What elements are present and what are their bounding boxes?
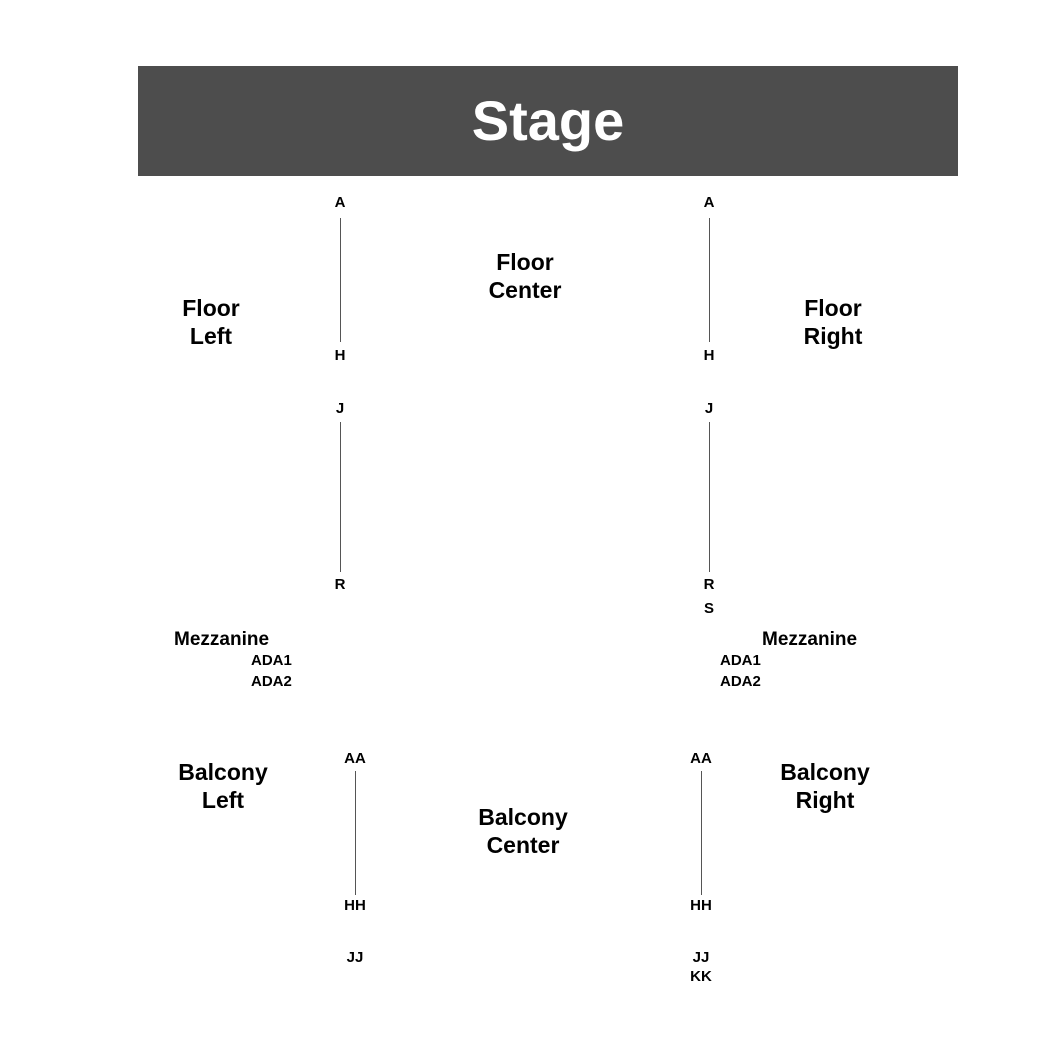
section-balcony-right-line1: Balcony: [780, 759, 870, 785]
section-balcony-left[interactable]: Balcony Left: [178, 758, 267, 814]
section-balcony-center[interactable]: Balcony Center: [478, 803, 567, 859]
section-floor-left-line2: Left: [189, 323, 233, 349]
seat-ada1-right[interactable]: ADA1: [720, 652, 761, 669]
row-label-floor-right-rear-end: R: [703, 576, 715, 593]
section-floor-center-line1: Floor: [496, 249, 554, 275]
stage: Stage: [138, 66, 958, 176]
row-line-floor-left-front: [340, 218, 341, 342]
row-label-floor-left-front-start: A: [334, 194, 346, 211]
row-label-balcony-right-start: AA: [690, 750, 712, 767]
stage-label: Stage: [471, 89, 625, 152]
section-balcony-center-line2: Center: [486, 832, 560, 858]
section-balcony-center-line1: Balcony: [478, 804, 568, 830]
row-label-floor-right-front-end: H: [703, 347, 715, 364]
row-label-floor-right-extra: S: [703, 600, 715, 617]
row-label-floor-left-front-end: H: [334, 347, 346, 364]
row-label-balcony-left-last: JJ: [346, 949, 364, 966]
seat-ada1-left[interactable]: ADA1: [251, 652, 292, 669]
row-line-floor-right-rear: [709, 422, 710, 572]
row-label-floor-right-rear-start: J: [704, 400, 714, 417]
section-mezzanine-right[interactable]: Mezzanine: [762, 629, 858, 650]
row-line-balcony-left: [355, 771, 356, 895]
section-balcony-left-line1: Balcony: [178, 759, 268, 785]
row-label-balcony-left-end: HH: [344, 897, 366, 914]
row-line-balcony-right: [701, 771, 702, 895]
row-label-balcony-right-last: JJ: [692, 949, 710, 966]
row-label-balcony-right-end: HH: [690, 897, 712, 914]
section-balcony-right[interactable]: Balcony Right: [780, 758, 869, 814]
section-floor-left[interactable]: Floor Left: [182, 294, 240, 350]
section-floor-right-line1: Floor: [804, 295, 862, 321]
section-floor-right-line2: Right: [803, 323, 863, 349]
seat-ada2-left[interactable]: ADA2: [251, 673, 292, 690]
row-line-floor-right-front: [709, 218, 710, 342]
section-floor-center-line2: Center: [488, 277, 562, 303]
row-label-floor-right-front-start: A: [703, 194, 715, 211]
row-label-floor-left-rear-start: J: [335, 400, 345, 417]
section-balcony-right-line2: Right: [795, 787, 855, 813]
row-line-floor-left-rear: [340, 422, 341, 572]
section-mezzanine-left[interactable]: Mezzanine: [174, 629, 270, 650]
section-floor-right[interactable]: Floor Right: [804, 294, 863, 350]
row-label-balcony-left-start: AA: [344, 750, 366, 767]
row-label-balcony-right-extra: KK: [690, 968, 712, 985]
section-balcony-left-line2: Left: [201, 787, 245, 813]
seat-ada2-right[interactable]: ADA2: [720, 673, 761, 690]
row-label-floor-left-rear-end: R: [334, 576, 346, 593]
section-floor-left-line1: Floor: [182, 295, 240, 321]
section-floor-center[interactable]: Floor Center: [489, 248, 562, 304]
